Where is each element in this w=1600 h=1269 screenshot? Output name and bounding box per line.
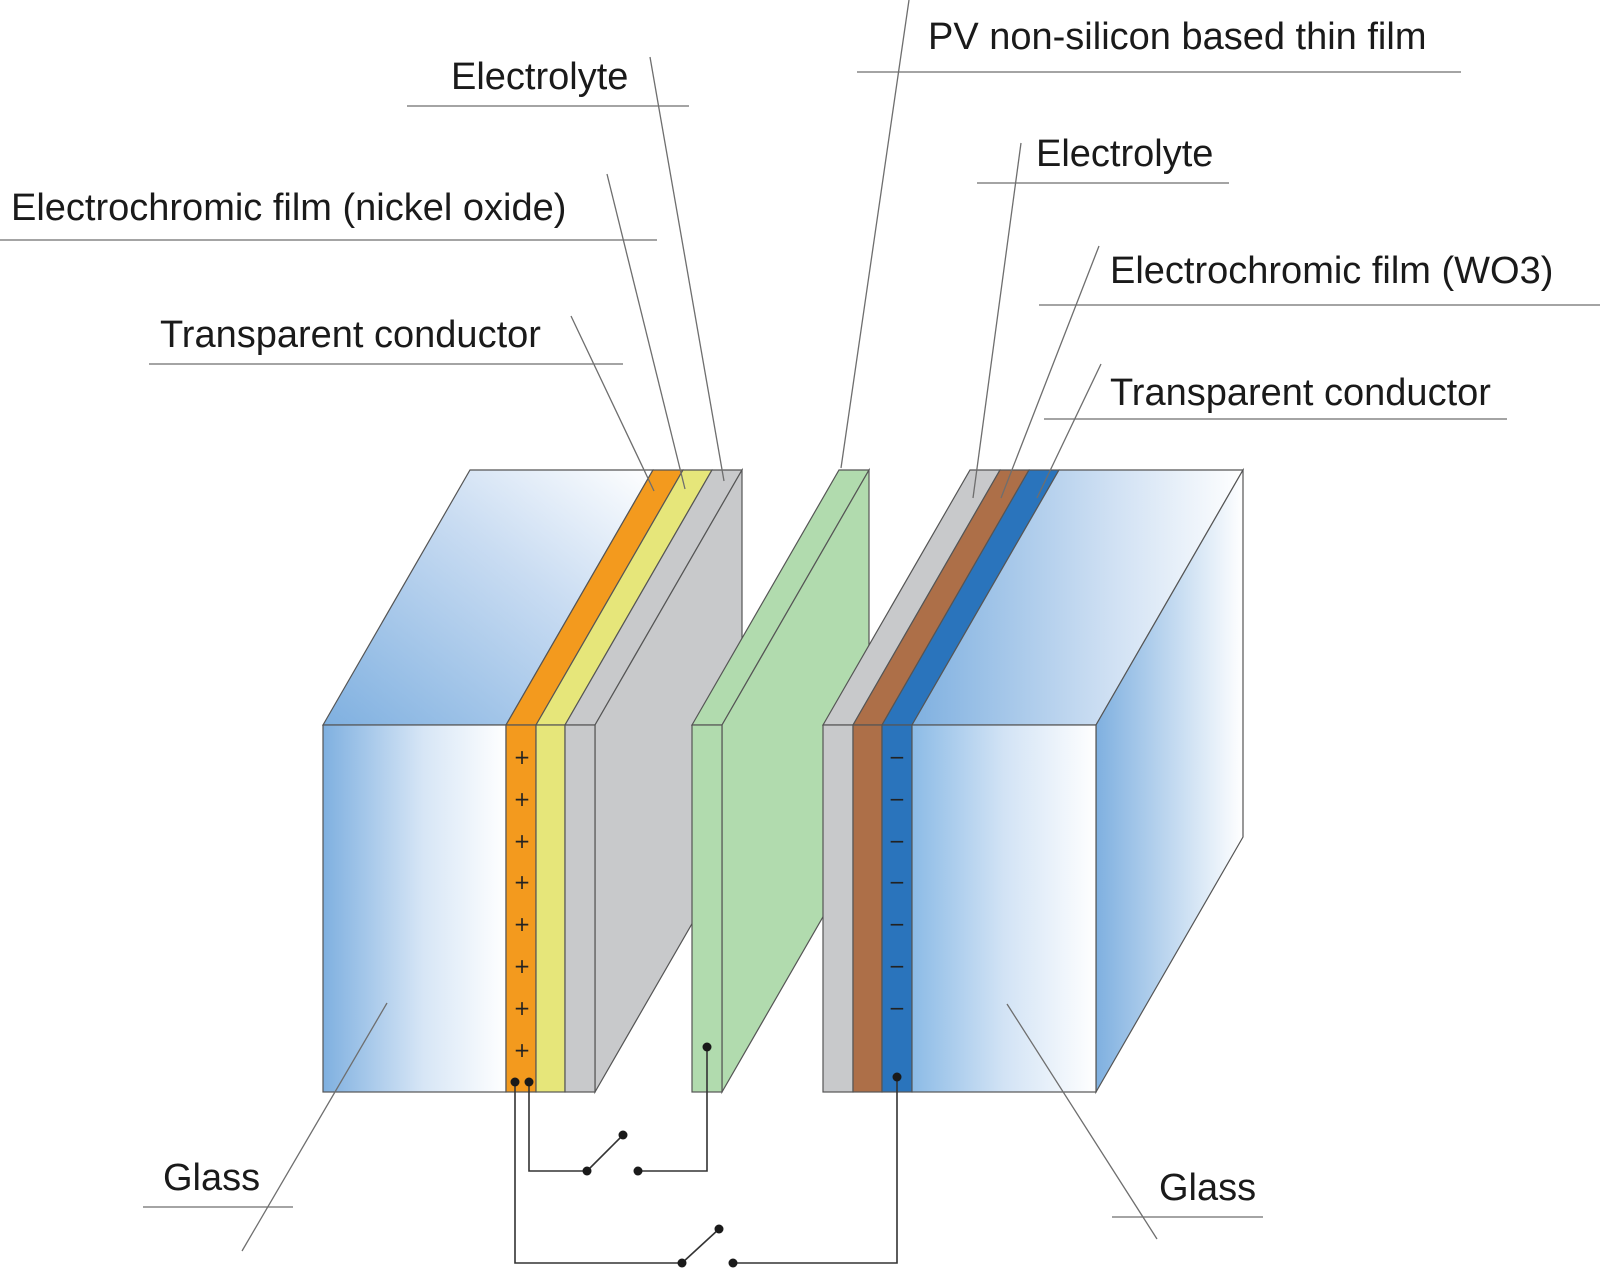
wo3-leader	[1000, 245, 1100, 499]
minus-sign: −	[889, 912, 906, 936]
plus-sign: +	[514, 787, 531, 811]
conductor-left-label: Transparent conductor	[160, 314, 541, 356]
pv-film	[690, 467, 871, 1095]
conductor-left-leader	[570, 315, 655, 492]
pv-film-label: PV non-silicon based thin film	[928, 16, 1426, 58]
contact-dot	[702, 1042, 712, 1052]
glass-left-label: Glass	[163, 1157, 260, 1199]
right-electrolyte-front-face	[822, 724, 854, 1093]
wire-switch-to-pv	[638, 1047, 708, 1172]
nickel-oxide-leader	[606, 173, 686, 490]
wire-conductor-to-pv	[528, 1082, 587, 1172]
plus-sign: +	[514, 954, 531, 978]
electrolyte-right-label: Electrolyte	[1036, 133, 1213, 175]
left-stack: + + + + + + + +	[321, 467, 744, 1095]
pv-film-leader	[840, 0, 910, 469]
minus-sign: −	[889, 870, 906, 894]
minus-sign: −	[889, 745, 906, 769]
wo3-label: Electrochromic film (WO3)	[1110, 250, 1553, 292]
left-conductor-front-face	[505, 724, 537, 1093]
glass-right-leader	[1006, 1003, 1158, 1240]
plus-sign: +	[514, 870, 531, 894]
glass-right-label: Glass	[1159, 1167, 1256, 1209]
glass-left-leader	[241, 1002, 388, 1252]
switch-contact-dot	[582, 1166, 592, 1176]
right-glass-front-face	[911, 724, 1097, 1093]
minus-sign: −	[889, 829, 906, 853]
contact-dot	[524, 1077, 534, 1087]
left-glass-front-face	[322, 724, 507, 1093]
nickel-oxide-label: Electrochromic film (nickel oxide)	[11, 187, 566, 229]
right-conductor-front-face	[881, 724, 913, 1093]
plus-sign: +	[514, 745, 531, 769]
minus-sign: −	[889, 954, 906, 978]
pv-film-front-face	[691, 724, 723, 1093]
left-nickel-oxide-front-face	[535, 724, 566, 1093]
plus-sign: +	[514, 829, 531, 853]
left-electrolyte-front-face	[564, 724, 596, 1093]
electrolyte-right-leader	[972, 142, 1022, 499]
positive-charges: + + + + + + + +	[514, 745, 531, 1062]
switch-pv-blade	[586, 1134, 624, 1172]
plus-sign: +	[514, 996, 531, 1020]
switch-contact-dot	[714, 1224, 724, 1234]
right-wo3-front-face	[852, 724, 883, 1093]
minus-sign: −	[889, 787, 906, 811]
plus-sign: +	[514, 1038, 531, 1062]
electrolyte-left-leader	[649, 56, 725, 482]
switch-contact-dot	[728, 1258, 738, 1268]
right-stack: − − − − − − −	[821, 467, 1245, 1095]
switch-contact-dot	[633, 1166, 643, 1176]
contact-dot	[510, 1077, 520, 1087]
circuit	[510, 1042, 902, 1268]
wire-conductor-to-conductor	[514, 1082, 682, 1264]
switch-contact-dot	[618, 1130, 628, 1140]
switch-main-blade	[681, 1228, 720, 1264]
switch-contact-dot	[677, 1258, 687, 1268]
conductor-right-leader	[1036, 363, 1102, 499]
contact-dot	[892, 1072, 902, 1082]
wire-switch-to-blue	[733, 1077, 898, 1264]
minus-sign: −	[889, 996, 906, 1020]
plus-sign: +	[514, 912, 531, 936]
negative-charges: − − − − − − −	[889, 745, 906, 1020]
electrolyte-left-label: Electrolyte	[451, 56, 628, 98]
conductor-right-label: Transparent conductor	[1110, 372, 1491, 414]
